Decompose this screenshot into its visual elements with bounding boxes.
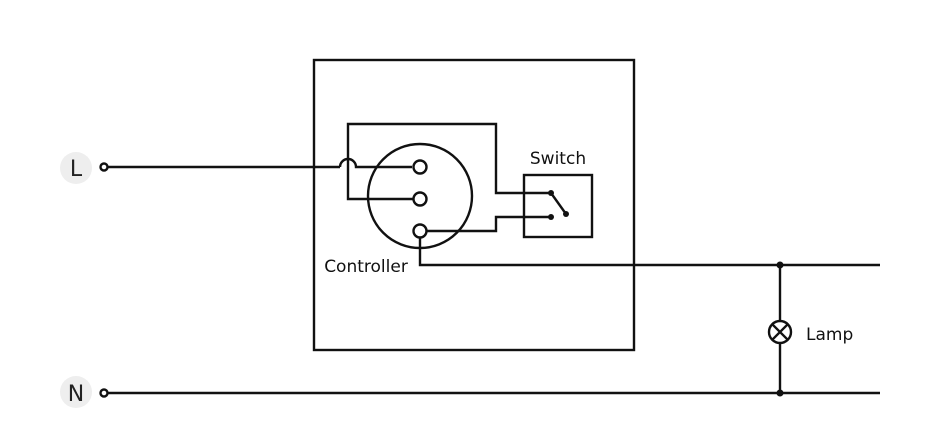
switch-box xyxy=(522,173,594,239)
neutral-label: N xyxy=(68,382,84,407)
switch-feed-wire xyxy=(346,122,550,195)
middle-terminal-wire xyxy=(346,167,413,201)
controller-terminal-top xyxy=(412,159,428,175)
controller-output-wire xyxy=(418,238,880,267)
controller-terminal-middle xyxy=(412,191,428,207)
lamp-icon xyxy=(767,319,793,345)
switch-contact-bottom xyxy=(548,214,554,220)
switch-label: Switch xyxy=(530,149,586,169)
neutral-label-badge xyxy=(60,376,92,408)
switch-return-wire xyxy=(427,215,550,233)
switch-lever xyxy=(550,192,567,215)
controller-label: Controller xyxy=(324,257,408,277)
enclosure-box xyxy=(312,58,636,352)
line-label-badge xyxy=(60,152,92,184)
lamp-label: Lamp xyxy=(806,325,853,345)
line-wire-hop xyxy=(338,157,412,169)
line-terminal xyxy=(99,162,109,172)
line-label: L xyxy=(70,157,83,182)
neutral-terminal xyxy=(99,388,109,398)
controller-terminal-bottom xyxy=(412,223,428,239)
